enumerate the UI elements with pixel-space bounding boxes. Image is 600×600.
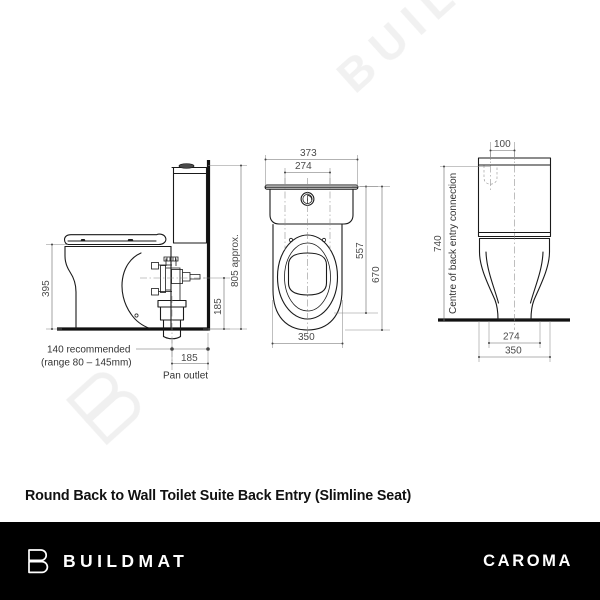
dim-350-rear-label: 350 (505, 346, 522, 357)
note-140-line2: (range 80 – 145mm) (41, 358, 132, 369)
dim-274-rear: 274 (488, 321, 541, 348)
side-view-cistern (172, 166, 208, 244)
buildmat-wordmark: BUILDMAT (63, 550, 189, 571)
dim-274-rear-label: 274 (503, 332, 520, 343)
buildmat-logo[interactable]: BUILDMAT (27, 548, 188, 574)
dim-274-front: 274 (284, 161, 331, 186)
note-140-recommended: 140 recommended (range 80 – 145mm) (41, 345, 210, 369)
dim-185-height-label: 185 (213, 298, 224, 315)
side-view-seat (63, 233, 167, 246)
dim-185-height: 185 (203, 277, 230, 330)
product-caption-bar: Round Back to Wall Toilet Suite Back Ent… (0, 470, 600, 522)
dim-670: 670 (345, 185, 390, 331)
dim-805-approx-label: 805 approx. (230, 234, 241, 287)
dim-740-label: 740 (433, 235, 444, 252)
side-view-bowl-inner (121, 252, 151, 330)
dim-100: 100 (489, 139, 516, 160)
technical-drawing-area: .ol { fill:none; stroke:#1a1a1a; stroke-… (41, 0, 598, 446)
front-view-water-area (287, 252, 328, 296)
dim-100-label: 100 (494, 139, 511, 150)
dim-185-offset: 185 (171, 333, 209, 370)
front-view-cistern-lid (264, 184, 359, 190)
dim-395-label: 395 (41, 280, 52, 297)
front-view-cistern-body (269, 188, 354, 225)
rear-view-back-entry-inlet (483, 165, 498, 185)
dim-373: 373 (264, 148, 359, 186)
dim-373-label: 373 (300, 148, 317, 159)
note-pan-outlet: Pan outlet (163, 371, 208, 382)
dim-670-label: 670 (371, 266, 382, 283)
dim-350-rear: 350 (478, 321, 551, 362)
dim-395: 395 (41, 243, 68, 330)
footer-brand-bar: BUILDMAT CAROMA (0, 522, 600, 600)
dim-274-front-label: 274 (295, 161, 312, 172)
dim-557: 557 (334, 185, 378, 314)
front-view-fixing-hole-left (288, 237, 294, 243)
dim-185-offset-label: 185 (181, 353, 198, 364)
svg-text:BUILDMAT: BUILDMAT (327, 0, 597, 102)
side-view-outlet-assembly (140, 256, 206, 365)
dim-350-front-label: 350 (298, 332, 315, 343)
rear-view: 100 740 Centre of back entry connection … (433, 139, 570, 362)
note-140-line1: 140 recommended (47, 345, 130, 356)
note-back-entry-connection: Centre of back entry connection (448, 173, 459, 314)
buildmat-b-logo-icon (28, 549, 49, 574)
caroma-wordmark[interactable]: CAROMA (483, 551, 573, 570)
side-view-flush-button (178, 163, 195, 169)
dim-740: 740 Centre of back entry connection (433, 165, 490, 321)
dim-350-front: 350 (271, 300, 344, 348)
product-title: Round Back to Wall Toilet Suite Back Ent… (25, 488, 412, 504)
side-view-pan-body (64, 245, 172, 330)
watermark-buildmat: BUILDMAT (65, 0, 597, 446)
front-view-fixing-hole-right (321, 237, 327, 243)
dim-557-label: 557 (355, 242, 366, 259)
side-view: 805 approx. 395 185 (41, 160, 247, 382)
front-view: 373 274 350 (264, 148, 390, 348)
side-view-bowl-hole (134, 313, 139, 318)
rear-view-pan (478, 237, 551, 321)
technical-drawing-svg: .ol { fill:none; stroke:#1a1a1a; stroke-… (41, 0, 597, 446)
rear-view-cistern (477, 157, 552, 238)
